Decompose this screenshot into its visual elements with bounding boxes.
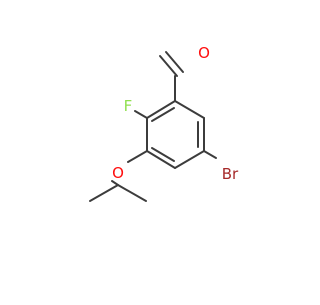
bond-ch-ch3-left [89, 184, 119, 202]
atom-label-fluorine: F [124, 97, 133, 115]
bond-cho-c-o-double-a [159, 55, 178, 77]
bond-ring-c4-c5 [146, 150, 176, 169]
bonds [89, 51, 217, 202]
bond-cho-c-o-double-b [165, 51, 184, 73]
bond-c-f [134, 110, 148, 119]
bond-ring-c1-c2 [174, 100, 205, 119]
structure-canvas: O F O Br [89, 44, 240, 202]
bond-ring-c3-c4 [174, 150, 205, 169]
bond-c-o-ether [127, 150, 148, 163]
atom-labels: O F O Br [112, 44, 239, 183]
bond-ring-c4-c5-inner [151, 147, 175, 162]
atom-label-oxygen-ether: O [112, 164, 124, 182]
atom-label-bromine: Br [222, 165, 239, 183]
bond-ring-c6-c1-inner [151, 107, 175, 122]
bond-c-br [203, 150, 217, 159]
atom-label-oxygen-aldehyde: O [198, 44, 210, 62]
bond-o-ch [111, 180, 119, 186]
molecule-drawing: O F O Br [89, 44, 239, 202]
bond-ch-ch3-right [117, 184, 147, 202]
bond-ring-c6-c1 [146, 100, 176, 119]
